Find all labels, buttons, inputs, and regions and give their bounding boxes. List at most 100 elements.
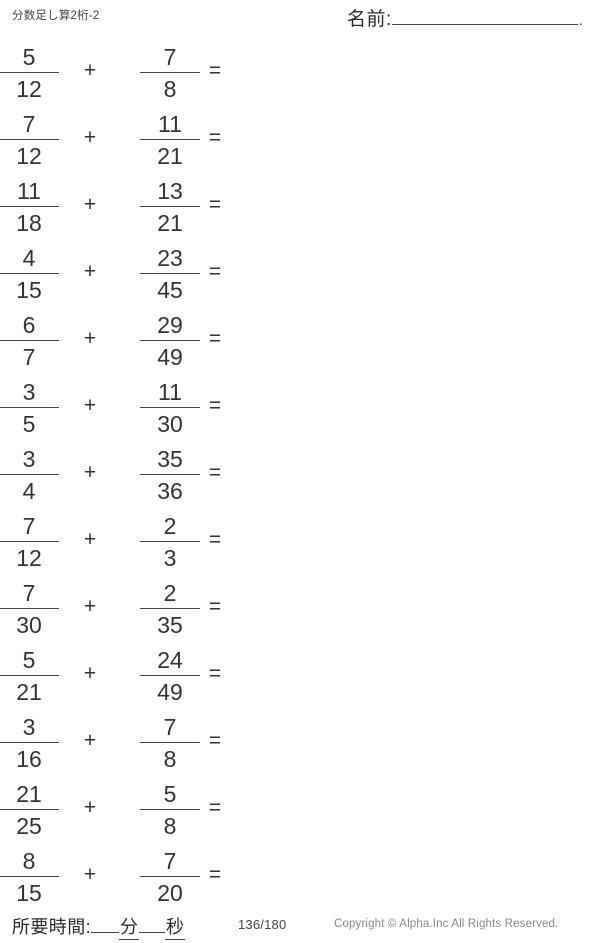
right-numerator: 11 [158,111,182,137]
right-denominator: 21 [157,210,183,236]
student-name-label: 名前: [347,9,392,30]
minutes-unit-label: 分 [119,913,140,940]
seconds-write-line[interactable] [139,931,166,933]
left-fraction-bar [0,139,59,140]
right-numerator: 2 [163,580,177,606]
left-denominator: 15 [16,277,42,303]
equals-operator: = [208,59,222,82]
plus-operator: + [83,528,97,551]
right-fraction-bar [140,809,200,810]
plus-operator: + [83,729,97,752]
copyright-notice: Copyright © Alpha.Inc All Rights Reserve… [334,918,559,930]
plus-operator: + [83,327,97,350]
right-numerator: 11 [158,379,182,405]
page-title: 分数足し算2桁-2 [12,10,100,22]
right-denominator: 21 [157,143,183,169]
left-denominator: 15 [16,880,42,906]
right-fraction-bar [140,273,200,274]
right-fraction-bar [140,742,200,743]
student-name-field: 名前: . [347,4,583,31]
right-fraction-bar [140,139,200,140]
equals-operator: = [208,193,222,216]
right-fraction-bar [140,541,200,542]
plus-operator: + [83,662,97,685]
minutes-write-line[interactable] [91,931,120,933]
left-numerator: 3 [22,446,36,472]
left-numerator: 21 [16,781,42,807]
right-fraction-bar [140,206,200,207]
right-denominator: 45 [157,277,183,303]
right-fraction-bar [140,340,200,341]
right-fraction-bar [140,407,200,408]
left-fraction-bar [0,876,59,877]
right-numerator: 24 [157,647,183,673]
right-denominator: 35 [157,612,183,638]
student-name-write-line[interactable] [391,23,578,25]
plus-operator: + [83,863,97,886]
right-fraction-bar [140,675,200,676]
right-numerator: 35 [157,446,183,472]
left-denominator: 18 [16,210,42,236]
student-name-trailing-dot: . [578,12,583,28]
equals-operator: = [208,595,222,618]
equals-operator: = [208,528,222,551]
left-denominator: 12 [16,545,42,571]
worksheet-footer: 所要時間: 分 秒 136/180 Copyright © Alpha.Inc … [0,903,600,943]
left-numerator: 7 [22,111,36,137]
right-fraction-bar [140,72,200,73]
left-numerator: 6 [22,312,36,338]
right-numerator: 5 [163,781,177,807]
left-fraction-bar [0,474,59,475]
plus-operator: + [83,461,97,484]
plus-operator: + [83,260,97,283]
left-numerator: 3 [22,714,36,740]
right-numerator: 7 [163,848,177,874]
left-denominator: 4 [22,478,36,504]
equals-operator: = [208,461,222,484]
right-denominator: 30 [157,411,183,437]
left-fraction-bar [0,206,59,207]
left-denominator: 21 [16,679,42,705]
seconds-unit-label: 秒 [165,913,186,940]
left-numerator: 11 [17,178,41,204]
right-denominator: 49 [157,344,183,370]
left-denominator: 12 [16,76,42,102]
left-numerator: 3 [22,379,36,405]
right-denominator: 49 [157,679,183,705]
left-denominator: 7 [22,344,36,370]
page-number: 136/180 [238,917,287,932]
elapsed-time-label: 所要時間: [12,917,92,937]
equals-operator: = [208,327,222,350]
equals-operator: = [208,863,222,886]
equals-operator: = [208,260,222,283]
left-fraction-bar [0,541,59,542]
right-numerator: 13 [157,178,183,204]
left-fraction-bar [0,742,59,743]
left-fraction-bar [0,608,59,609]
left-fraction-bar [0,273,59,274]
